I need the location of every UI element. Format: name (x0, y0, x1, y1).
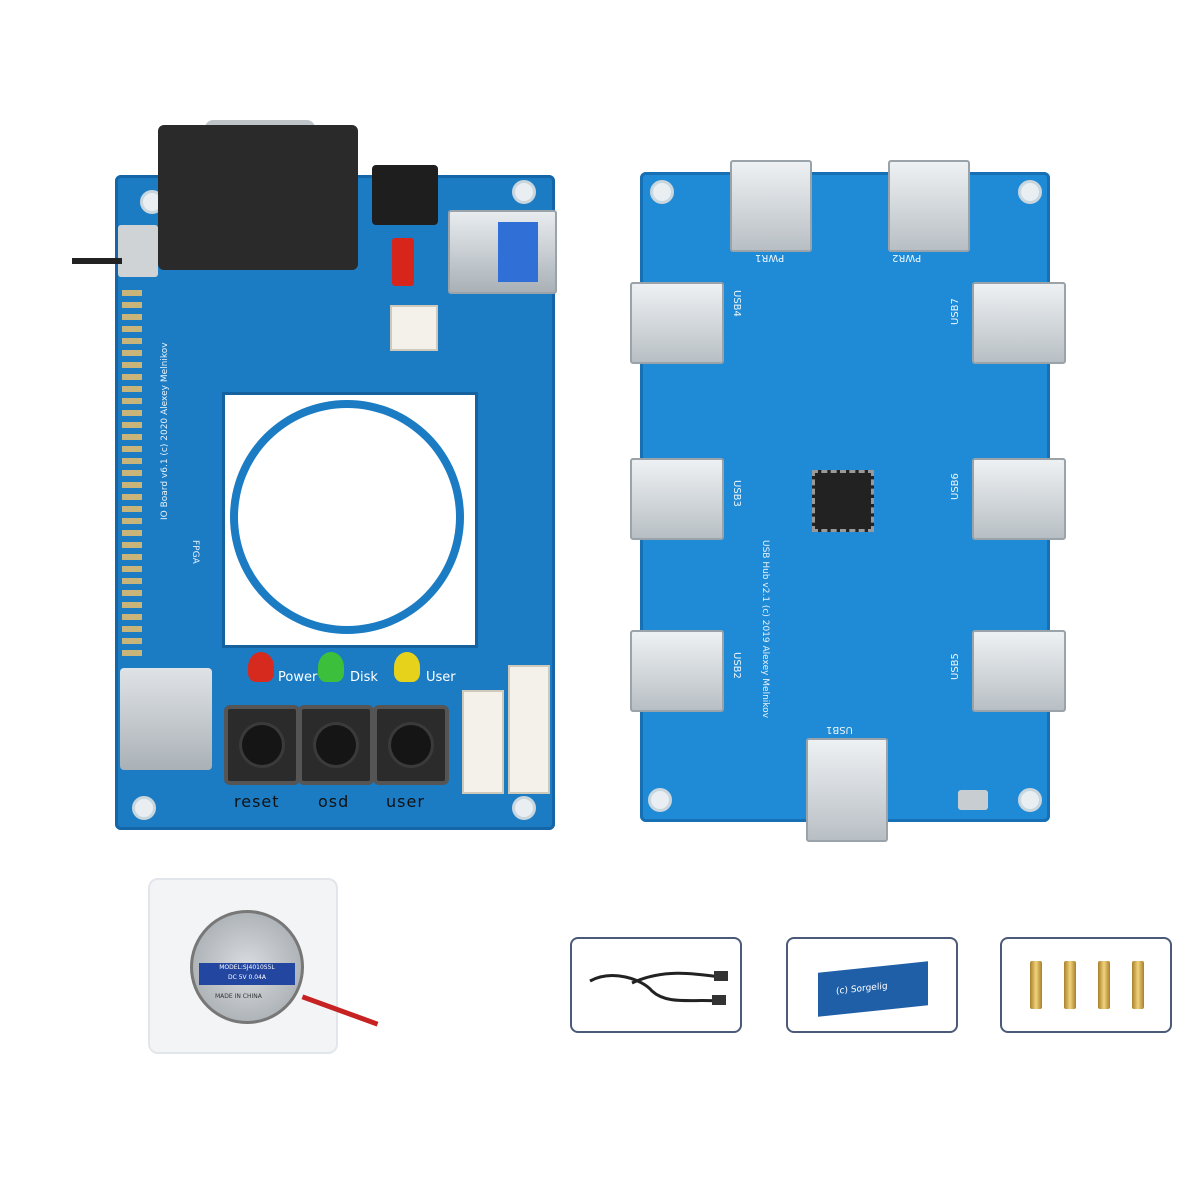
vga-connector (158, 125, 358, 270)
usb-hub-chip (812, 470, 874, 532)
gpio-header (122, 290, 142, 660)
user-label: user (386, 792, 425, 811)
jst-connector (462, 690, 504, 794)
disk-led-label: Disk (350, 670, 378, 685)
user-led-label: User (426, 670, 456, 685)
usb3-port (448, 210, 557, 294)
adapter-box: (c) Sorgelig (786, 937, 958, 1033)
port-label-pwr1: PWR1 (755, 252, 785, 263)
sd-adapter-board: (c) Sorgelig (818, 961, 928, 1017)
usb-port-right-3 (972, 630, 1066, 712)
mount-hole (512, 796, 536, 820)
usb-port-left-1 (630, 282, 724, 364)
port-label-usb3: USB3 (731, 480, 742, 507)
micro-usb-port (958, 790, 988, 810)
fan-model: MODEL:SJ4010S5L (219, 964, 275, 971)
io-board-silkscreen: IO Board v6.1 (c) 2020 Alexey Melnikov (160, 342, 170, 520)
button-cap (316, 725, 356, 765)
adapter-label: (c) Sorgelig (836, 981, 888, 997)
reset-label: reset (234, 792, 280, 811)
fan-connector (390, 305, 438, 351)
red-capacitor (392, 238, 414, 286)
usb-port-top-1 (730, 160, 812, 252)
sd-card-slot (120, 668, 212, 770)
port-label-usb1: USB1 (826, 724, 853, 735)
fpga-cutout (230, 400, 464, 634)
user-button[interactable] (373, 705, 449, 785)
port-label-usb7: USB7 (950, 298, 961, 325)
mount-hole (1018, 788, 1042, 812)
osd-label: osd (318, 792, 350, 811)
user-led (394, 652, 420, 682)
port-label-usb4: USB4 (731, 290, 742, 317)
brass-standoff (1030, 961, 1042, 1009)
fan-rating: DC 5V 0.04A (227, 974, 266, 981)
usb3-tongue (498, 222, 538, 282)
button-cap (242, 725, 282, 765)
port-label-pwr2: PWR2 (892, 252, 922, 263)
power-led-label: Power (278, 670, 318, 685)
fan-origin: MADE IN CHINA (215, 993, 262, 1000)
mount-hole (512, 180, 536, 204)
power-switch (118, 225, 158, 277)
usb-port-bottom (806, 738, 888, 842)
mount-hole (1018, 180, 1042, 204)
usb-port-left-2 (630, 458, 724, 540)
usb-cable-icon (589, 971, 728, 1005)
usb-hub-silkscreen: USB Hub v2.1 (c) 2019 Alexey Melnikov (760, 540, 770, 719)
mount-hole (132, 796, 156, 820)
fan-label-band: MODEL:SJ4010S5L DC 5V 0.04A (199, 963, 295, 985)
brass-standoff (1098, 961, 1110, 1009)
fpga-label: FPGA (190, 540, 200, 564)
standoffs-box (1000, 937, 1172, 1033)
usb-port-right-1 (972, 282, 1066, 364)
mount-hole (648, 788, 672, 812)
port-label-usb2: USB2 (731, 652, 742, 679)
cooling-fan: MODEL:SJ4010S5L DC 5V 0.04A MADE IN CHIN… (148, 878, 338, 1054)
brass-standoff (1064, 961, 1076, 1009)
cable-box (570, 937, 742, 1033)
osd-button[interactable] (298, 705, 374, 785)
brass-standoff (1132, 961, 1144, 1009)
fan-hub: MODEL:SJ4010S5L DC 5V 0.04A MADE IN CHIN… (190, 910, 304, 1024)
usb-port-right-2 (972, 458, 1066, 540)
port-label-usb5: USB5 (950, 653, 961, 680)
disk-led (318, 652, 344, 682)
reset-button[interactable] (224, 705, 300, 785)
mount-hole (650, 180, 674, 204)
audio-jack (372, 165, 438, 225)
usb-port-left-3 (630, 630, 724, 712)
jst-connector (508, 665, 550, 794)
button-cap (391, 725, 431, 765)
port-label-usb6: USB6 (950, 473, 961, 500)
switch-lever (72, 258, 122, 264)
power-led (248, 652, 274, 682)
usb-port-top-2 (888, 160, 970, 252)
